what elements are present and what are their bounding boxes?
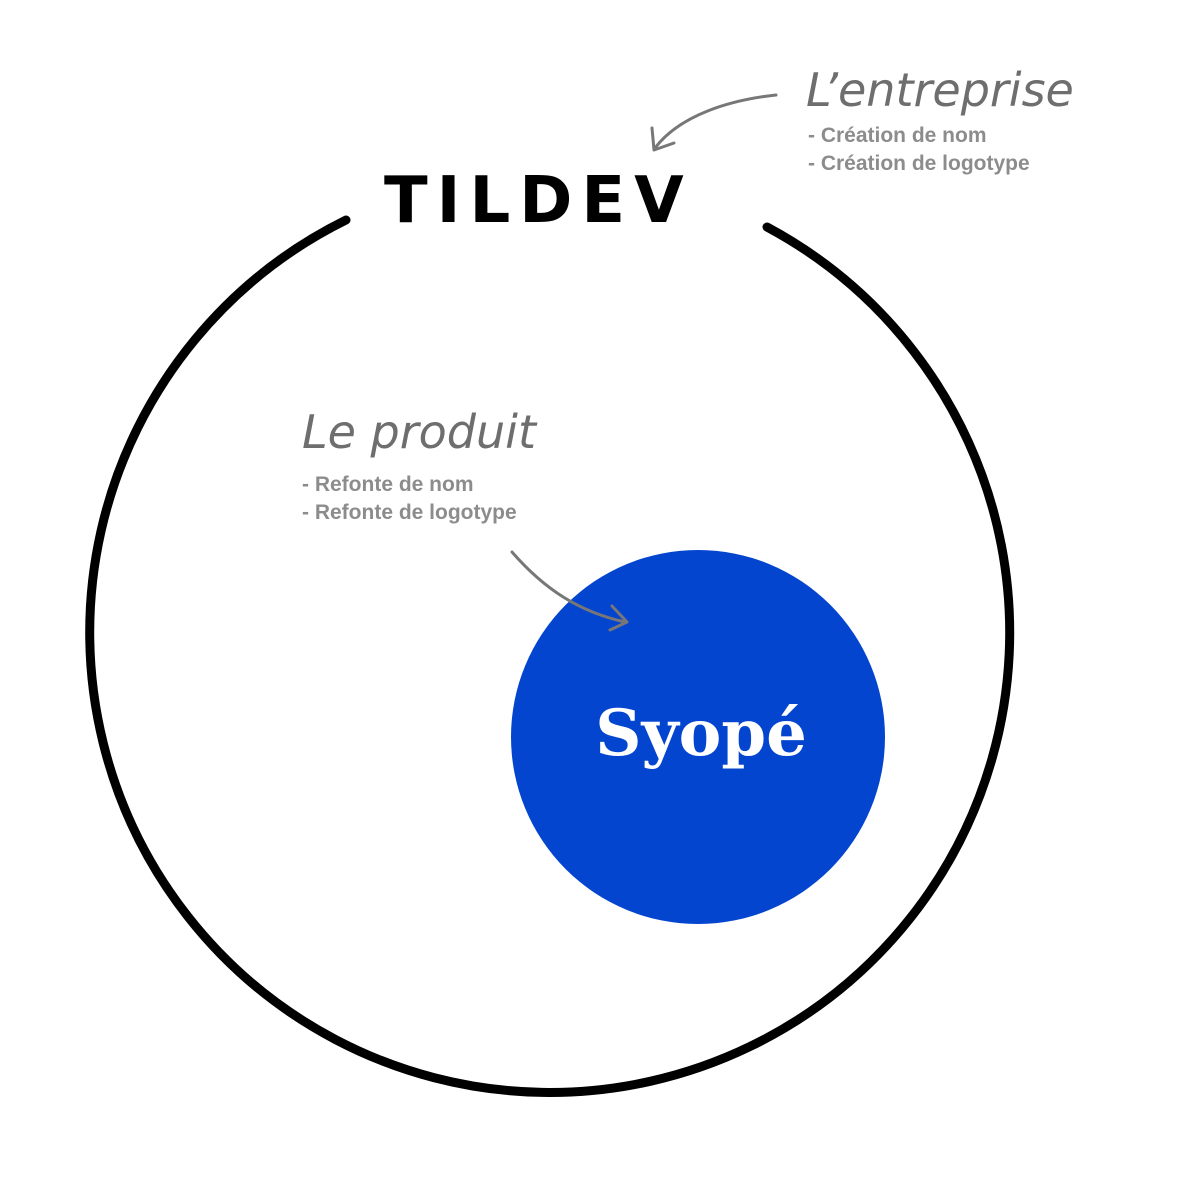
- product-item: - Refonte de nom: [302, 473, 474, 496]
- company-name: TILDEV: [384, 164, 693, 238]
- company-arrow-icon: [653, 93, 778, 150]
- product-arrow-icon: [510, 550, 627, 624]
- company-ring: [85, 215, 1015, 1097]
- product-arrowhead-icon: [608, 604, 629, 632]
- product-item: - Refonte de logotype: [302, 501, 517, 524]
- company-item: - Création de logotype: [808, 152, 1030, 175]
- product-heading: Le produit: [302, 405, 538, 459]
- product-name: Syopé: [595, 696, 807, 771]
- company-item: - Création de nom: [808, 124, 987, 147]
- company-heading: L’entreprise: [806, 63, 1074, 117]
- product-circle: [511, 550, 885, 924]
- company-arrowhead-icon: [650, 126, 676, 152]
